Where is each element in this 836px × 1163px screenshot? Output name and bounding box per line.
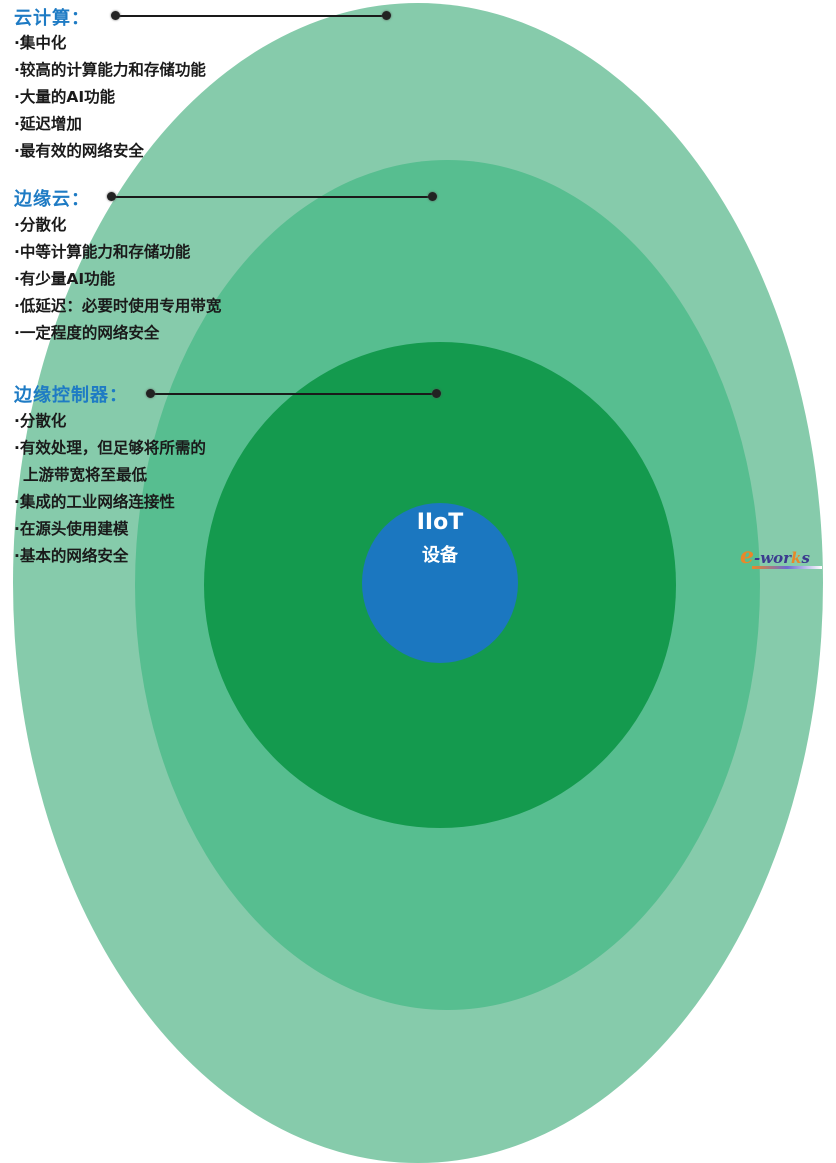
- logo-underline: [752, 566, 822, 569]
- feature-item: ·基本的网络安全: [14, 547, 129, 565]
- edge-cloud-features: ·分散化 ·中等计算能力和存储功能 ·有少量AI功能 ·低延迟：必要时使用专用带…: [14, 212, 221, 347]
- device-label: 设备: [422, 545, 458, 566]
- feature-item: ·一定程度的网络安全: [14, 324, 160, 342]
- edge-controller-connector-end-dot: [432, 389, 441, 398]
- feature-item: ·最有效的网络安全: [14, 142, 144, 160]
- feature-item: ·低延迟：必要时使用专用带宽: [14, 297, 222, 315]
- edge-cloud-connector-end-dot: [428, 192, 437, 201]
- cloud-connector-start-dot: [111, 11, 120, 20]
- cloud-computing-features: ·集中化 ·较高的计算能力和存储功能 ·大量的AI功能 ·延迟增加 ·最有效的网…: [14, 30, 206, 165]
- edge-controller-title: 边缘控制器：: [14, 385, 128, 406]
- edge-controller-connector-line: [152, 393, 437, 395]
- edge-cloud-title: 边缘云：: [14, 189, 90, 210]
- logo-e: e: [740, 543, 754, 569]
- eworks-logo: e-works: [740, 543, 810, 569]
- edge-controller-features: ·分散化 ·有效处理，但足够将所需的 上游带宽将至最低 ·集成的工业网络连接性 …: [14, 408, 206, 570]
- feature-item: ·集成的工业网络连接性: [14, 493, 175, 511]
- feature-item: ·集中化: [14, 34, 67, 52]
- feature-item: ·中等计算能力和存储功能: [14, 243, 191, 261]
- cloud-connector-line: [116, 15, 386, 17]
- logo-wor: -wor: [754, 549, 792, 567]
- edge-cloud-connector-line: [112, 196, 432, 198]
- feature-item: ·有效处理，但足够将所需的: [14, 439, 206, 457]
- logo-k: k: [791, 549, 802, 567]
- iiot-label: IIoT: [416, 510, 464, 535]
- cloud-computing-title: 云计算：: [14, 8, 90, 29]
- feature-item-continuation: 上游带宽将至最低: [23, 466, 148, 484]
- edge-cloud-connector-start-dot: [107, 192, 116, 201]
- feature-item: ·较高的计算能力和存储功能: [14, 61, 206, 79]
- feature-item: ·延迟增加: [14, 115, 82, 133]
- logo-s: s: [801, 549, 810, 567]
- feature-item: ·分散化: [14, 412, 67, 430]
- feature-item: ·有少量AI功能: [14, 270, 116, 288]
- feature-item: ·大量的AI功能: [14, 88, 116, 106]
- cloud-connector-end-dot: [382, 11, 391, 20]
- feature-item: ·在源头使用建模: [14, 520, 129, 538]
- feature-item: ·分散化: [14, 216, 67, 234]
- edge-controller-connector-start-dot: [146, 389, 155, 398]
